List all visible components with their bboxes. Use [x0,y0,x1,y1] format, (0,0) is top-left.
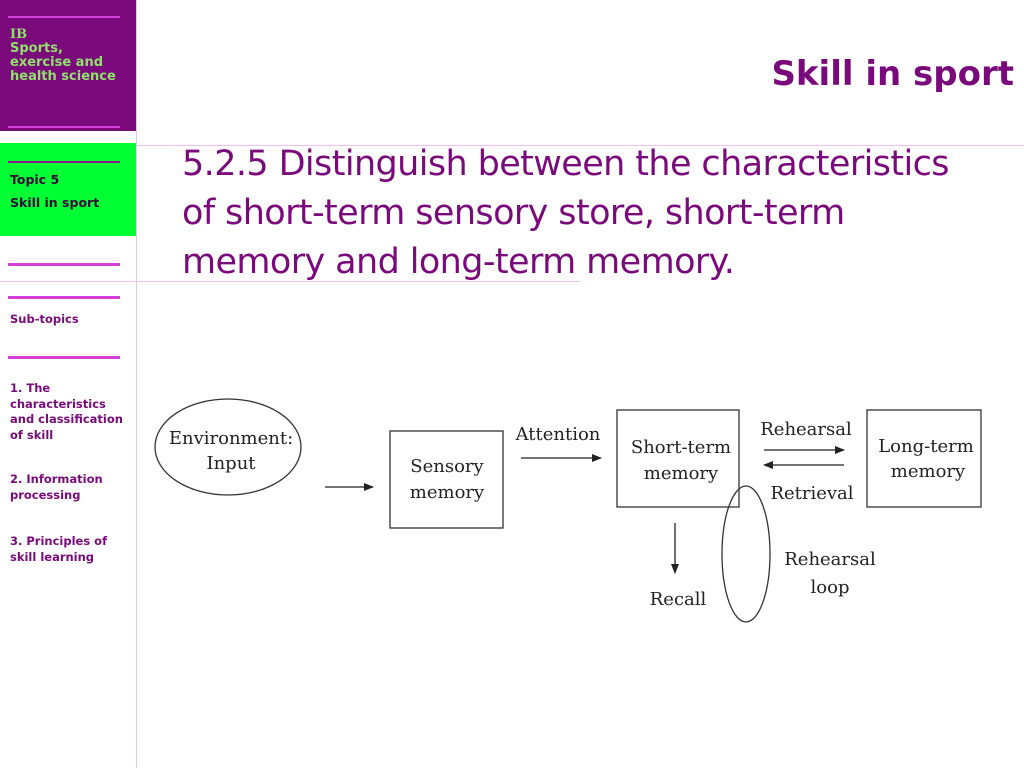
recall-label: Recall [650,589,707,610]
objective-divider [0,281,580,282]
subtopic-link-2[interactable]: 2. Information processing [10,472,103,502]
rehearsal-loop-label-2: loop [811,577,850,598]
sensory-label-1: Sensory [410,456,484,477]
rehearsal-loop-label-1: Rehearsal [784,549,876,570]
brand-rule-top [8,16,120,18]
retrieval-label: Retrieval [770,483,853,504]
subtopics-heading: Sub-topics [10,312,79,326]
long-term-label-1: Long-term [878,436,974,457]
rehearsal-loop-ellipse [721,485,771,623]
topic-name: Skill in sport [10,195,100,210]
sensory-memory-node [389,430,504,529]
topic-rule [8,161,120,163]
sidebar: IB Sports, exercise and health science T… [0,0,137,768]
objective-line-3: memory and long-term memory. [182,242,735,282]
topic-panel[interactable]: Topic 5 Skill in sport [0,143,136,236]
topic-number: Topic 5 [10,172,60,187]
attention-label: Attention [515,424,601,445]
page-title: Skill in sport [771,54,1014,94]
subtopic-link-3[interactable]: 3. Principles of skill learning [10,534,108,564]
sidebar-divider [8,356,120,359]
environment-label-2: Input [206,453,256,474]
environment-node [154,398,302,496]
environment-label-1: Environment: [169,428,293,449]
short-term-memory-node [616,409,740,508]
objective-line-2: of short-term sensory store, short-term [182,193,845,233]
long-term-label-2: memory [891,461,966,482]
sidebar-divider [8,263,120,266]
sidebar-divider [8,296,120,299]
learning-objective: 5.2.5 Distinguish between the characteri… [182,140,1012,287]
brand-rule-bottom [8,126,120,128]
sensory-label-2: memory [410,482,485,503]
objective-line-1: 5.2.5 Distinguish between the characteri… [182,144,950,184]
subtopic-link-1[interactable]: 1. The characteristics and classificatio… [10,381,123,442]
header-divider [136,145,1024,146]
long-term-memory-node [866,409,982,508]
brand-ib: IB [10,27,28,42]
short-term-label-1: Short-term [631,437,731,458]
brand-text: IB Sports, exercise and health science [10,28,128,84]
rehearsal-label: Rehearsal [760,419,852,440]
brand-panel: IB Sports, exercise and health science [0,0,136,131]
short-term-label-2: memory [644,463,719,484]
brand-subject: Sports, exercise and health science [10,41,116,84]
